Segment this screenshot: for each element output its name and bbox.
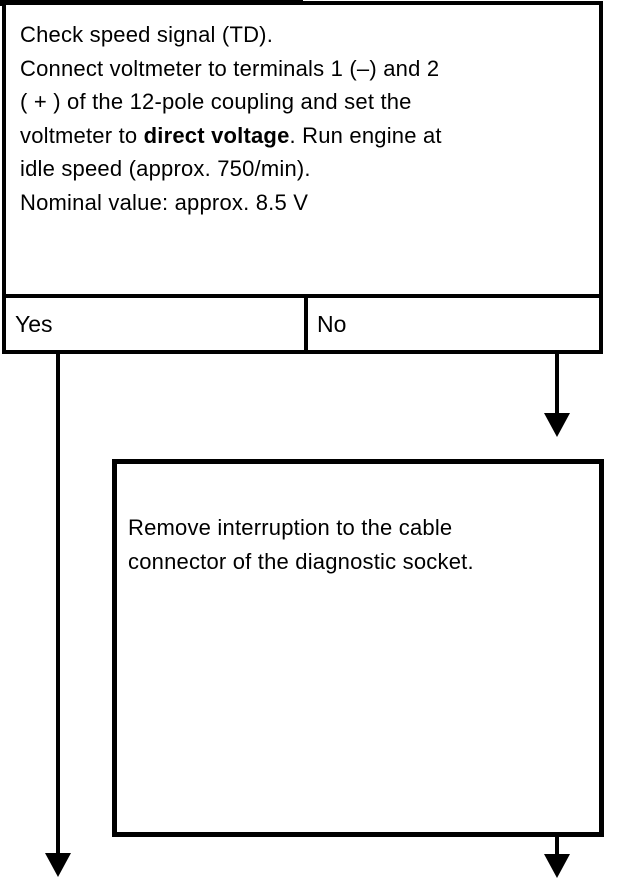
- yes-branch-connector-line: [56, 354, 60, 855]
- no-label: No: [317, 310, 347, 337]
- decision-text-line-2: Connect voltmeter to terminals 1 (–) and…: [20, 55, 440, 81]
- decision-text-line-1: Check speed signal (TD).: [20, 22, 274, 47]
- decision-box-text: Check speed signal (TD). Connect voltmet…: [6, 5, 599, 294]
- decision-text-line-6: Nominal value: approx. 8.5 V: [20, 189, 309, 215]
- yes-branch-arrowhead-icon: [45, 853, 71, 877]
- branch-yes-cell: Yes: [6, 298, 308, 350]
- decision-text-line-4: voltmeter to direct voltage. Run engine …: [20, 119, 589, 153]
- text-segment: . Run engine at: [289, 122, 442, 148]
- yes-label: Yes: [15, 310, 53, 337]
- action-text-line-1: Remove interruption to the cable: [128, 515, 453, 540]
- text-segment: voltmeter to: [20, 122, 144, 148]
- decision-text-line-5: idle speed (approx. 750/min).: [20, 156, 311, 181]
- action-box: Remove interruption to the cable connect…: [112, 459, 604, 837]
- text-segment-bold: direct voltage: [143, 122, 290, 148]
- action-exit-connector-line: [555, 837, 559, 855]
- branch-row: Yes No: [6, 294, 599, 350]
- action-text-line-2: connector of the diagnostic socket.: [128, 548, 474, 574]
- action-exit-arrowhead-icon: [544, 854, 570, 878]
- decision-box: Check speed signal (TD). Connect voltmet…: [2, 1, 603, 354]
- branch-no-cell: No: [308, 298, 599, 350]
- no-branch-arrowhead-icon: [544, 413, 570, 437]
- decision-text-line-3: ( + ) of the 12-pole coupling and set th…: [20, 89, 412, 114]
- no-branch-connector-line: [555, 354, 559, 415]
